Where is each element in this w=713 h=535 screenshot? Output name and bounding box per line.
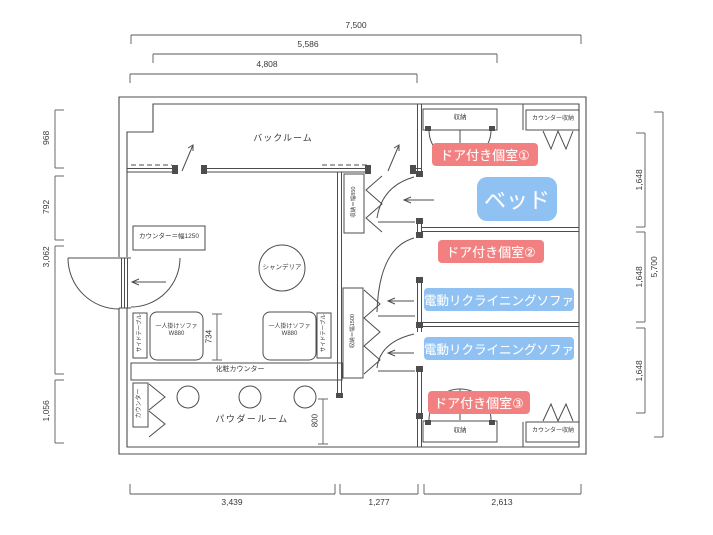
sofa-left-label: 一人掛けソファ W880 xyxy=(150,324,203,338)
outer-walls xyxy=(118,96,587,455)
storage-top-label: 収納 xyxy=(453,114,467,121)
sofa-right-label: 一人掛けソファ W880 xyxy=(263,324,316,338)
backroom-partition-wall xyxy=(127,164,421,173)
dim-right-1648-c: 1,648 xyxy=(634,360,645,382)
interior-dimension-lines xyxy=(212,313,328,445)
room3-annotation: ドア付き個室③ xyxy=(428,391,530,414)
sofa-left-width: W880 xyxy=(168,330,185,337)
counter-storage-bottom xyxy=(525,402,580,443)
counter-label: カウンター xyxy=(136,388,143,419)
salon-furniture xyxy=(132,225,332,361)
room1-annotation: ドア付き個室① xyxy=(432,143,538,166)
room2-annotation: ドア付き個室② xyxy=(438,240,544,263)
storage-w1500-label: 収納＝幅1500 xyxy=(349,314,356,349)
powder-room-label: パウダールーム xyxy=(215,414,289,424)
sofa-left-name: 一人掛けソファ xyxy=(155,324,198,330)
recliner2-annotation: 電動リクライニングソファ xyxy=(424,337,574,360)
counter-storage-bottom-label: カウンター収納 xyxy=(531,428,574,434)
recliner1-annotation: 電動リクライニングソファ xyxy=(424,288,574,311)
counter-w1250-label: カウンター＝幅1250 xyxy=(139,233,199,240)
dim-left-968: 968 xyxy=(41,130,52,145)
dim-right-1648-b: 1,648 xyxy=(634,266,645,288)
storage-wall xyxy=(337,172,342,398)
bed-annotation: ベッド xyxy=(477,177,557,221)
storage-w850-unit xyxy=(343,173,383,234)
sofa-right-name: 一人掛けソファ xyxy=(268,324,311,330)
entrance-door xyxy=(67,257,181,310)
wall-posts xyxy=(172,126,495,425)
chandelier-label: シャンデリア xyxy=(262,264,302,271)
makeup-counter-label: 化粧カウンター xyxy=(215,366,265,373)
room-doors xyxy=(376,176,434,372)
side-table-left-label: サイドテーブル xyxy=(136,314,143,353)
backroom-doors xyxy=(181,144,400,172)
dim-sofa-gap-734: 734 xyxy=(204,329,214,344)
counter-storage-top xyxy=(525,109,580,151)
storage-w1500-unit xyxy=(342,287,381,379)
storage-w850-label: 収納＝幅850 xyxy=(350,186,357,218)
storage-bottom-label: 収納 xyxy=(453,427,467,434)
dimension-lines xyxy=(54,34,664,495)
dim-top-5586: 5,586 xyxy=(297,39,319,49)
dim-right-1648-a: 1,648 xyxy=(634,169,645,191)
dim-bottom-2613: 2,613 xyxy=(491,497,513,507)
powder-room-fixtures xyxy=(130,362,343,438)
corridor-wall xyxy=(417,104,422,447)
counter-storage-top-label: カウンター収納 xyxy=(531,116,574,122)
sofa-right-width: W880 xyxy=(281,330,298,337)
backroom-label: バックルーム xyxy=(253,133,313,143)
room-divider-walls xyxy=(421,227,579,327)
dim-bottom-1277: 1,277 xyxy=(368,497,390,507)
dim-top-7500: 7,500 xyxy=(345,20,367,30)
dim-left-792: 792 xyxy=(41,199,52,214)
dim-left-1056: 1,056 xyxy=(41,400,52,422)
dim-bottom-3439: 3,439 xyxy=(221,497,243,507)
dim-left-3062: 3,062 xyxy=(41,246,52,268)
dim-top-4808: 4,808 xyxy=(256,59,278,69)
dim-right-5700: 5,700 xyxy=(649,256,660,278)
side-table-right-label: サイドテーブル xyxy=(320,314,327,353)
